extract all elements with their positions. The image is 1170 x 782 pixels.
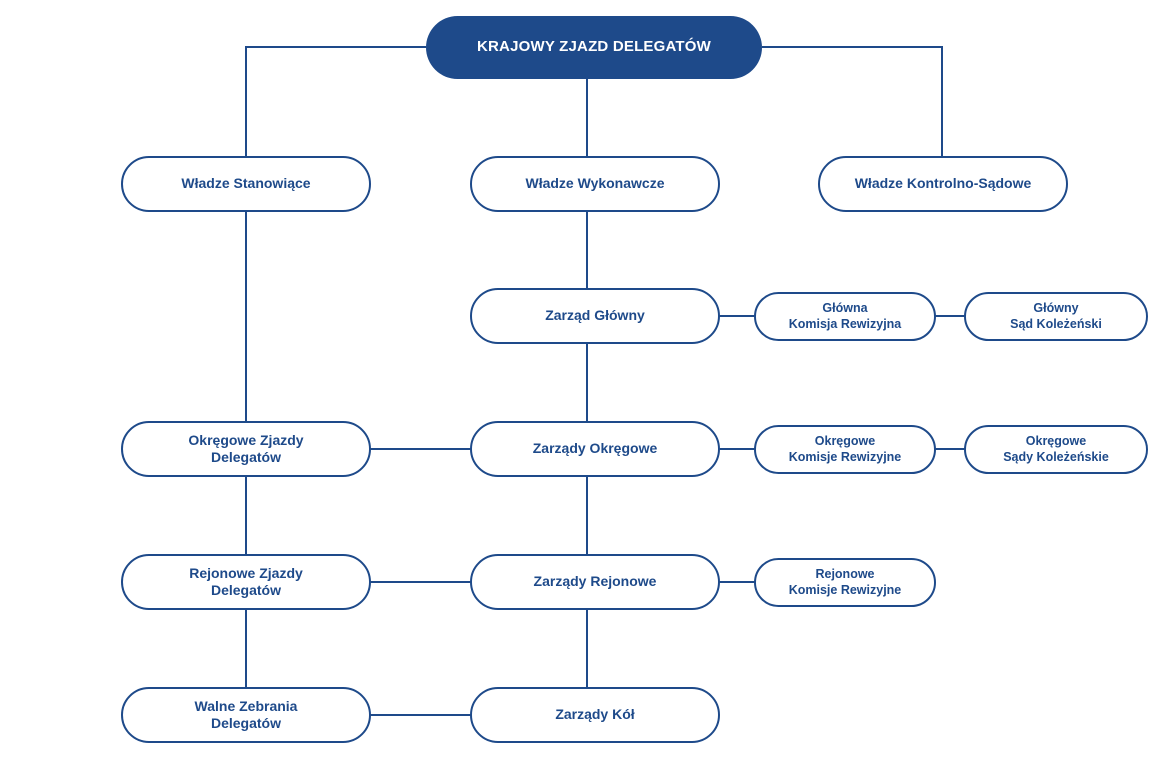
control-branch-node: Władze Kontrolno-Sądowe (818, 156, 1068, 212)
general-meetings-node: Walne Zebrania Delegatów (121, 687, 371, 743)
district-boards-label: Zarządy Okręgowe (532, 440, 658, 457)
control-branch-label: Władze Kontrolno-Sądowe (854, 175, 1032, 192)
main-board-node: Zarząd Główny (470, 288, 720, 344)
regional-audit-line2: Komisje Rewizyjne (788, 582, 902, 597)
district-audit-node: Okręgowe Komisje Rewizyjne (754, 425, 936, 474)
regional-congress-node: Rejonowe Zjazdy Delegatów (121, 554, 371, 610)
main-court-line1: Główny (1033, 300, 1079, 315)
regional-congress-line2: Delegatów (210, 582, 281, 598)
district-congress-node: Okręgowe Zjazdy Delegatów (121, 421, 371, 477)
regional-audit-line1: Rejonowe (815, 566, 875, 581)
general-meetings-line1: Walne Zebrania (194, 697, 298, 714)
main-audit-line2: Komisja Rewizyjna (788, 316, 902, 331)
district-court-node: Okręgowe Sądy Koleżeńskie (964, 425, 1148, 474)
regional-congress-line1: Rejonowe Zjazdy (189, 564, 303, 581)
district-court-line2: Sądy Koleżeńskie (1003, 449, 1109, 464)
district-audit-line2: Komisje Rewizyjne (788, 449, 902, 464)
executive-branch-node: Władze Wykonawcze (470, 156, 720, 212)
circle-boards-node: Zarządy Kół (470, 687, 720, 743)
district-congress-line2: Delegatów (210, 449, 281, 465)
main-court-node: Główny Sąd Koleżeński (964, 292, 1148, 341)
connector-root-control (762, 46, 943, 157)
legislative-branch-label: Władze Stanowiące (181, 175, 311, 192)
root-label: KRAJOWY ZJAZD DELEGATÓW (476, 38, 712, 56)
district-boards-node: Zarządy Okręgowe (470, 421, 720, 477)
regional-boards-label: Zarządy Rejonowe (533, 573, 657, 590)
district-court-line1: Okręgowe (1025, 433, 1087, 448)
main-board-label: Zarząd Główny (545, 307, 645, 324)
executive-branch-label: Władze Wykonawcze (525, 175, 665, 192)
main-court-line2: Sąd Koleżeński (1010, 316, 1102, 331)
district-congress-line1: Okręgowe Zjazdy (188, 431, 304, 448)
district-audit-line1: Okręgowe (814, 433, 876, 448)
legislative-branch-node: Władze Stanowiące (121, 156, 371, 212)
regional-boards-node: Zarządy Rejonowe (470, 554, 720, 610)
regional-audit-node: Rejonowe Komisje Rewizyjne (754, 558, 936, 607)
general-meetings-line2: Delegatów (210, 715, 281, 731)
circle-boards-label: Zarządy Kół (555, 706, 635, 723)
main-audit-node: Główna Komisja Rewizyjna (754, 292, 936, 341)
root-node: KRAJOWY ZJAZD DELEGATÓW (426, 16, 762, 79)
main-audit-line1: Główna (822, 300, 868, 315)
connector-root-legislative (245, 46, 426, 157)
